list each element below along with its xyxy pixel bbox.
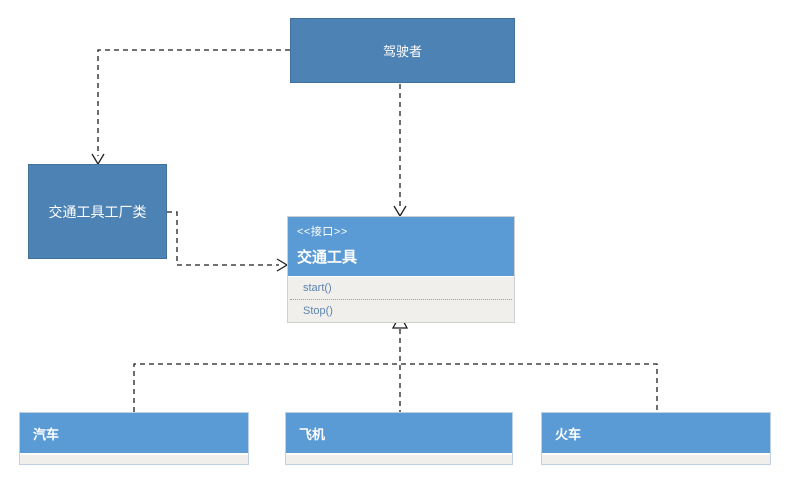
interface-name-label: 交通工具 <box>297 249 358 266</box>
class-node-factory: 交通工具工厂类 <box>28 164 167 259</box>
class-node-plane-label: 飞机 <box>299 426 326 442</box>
dependency-driver-to-factory-arrowhead <box>91 153 105 166</box>
dependency-factory-to-interface-arrowhead <box>276 258 289 272</box>
interface-stereotype-label: <<接口>> <box>297 226 348 238</box>
dependency-driver-to-factory-line <box>97 49 290 156</box>
class-node-train-body <box>542 453 770 464</box>
dependency-factory-to-interface-line <box>167 211 279 266</box>
class-node-train: 火车 <box>541 412 771 465</box>
class-node-plane-body <box>286 453 512 464</box>
dependency-driver-to-interface-arrowhead <box>393 205 407 218</box>
class-node-factory-label: 交通工具工厂类 <box>48 203 147 220</box>
class-node-plane-header: 飞机 <box>286 413 512 453</box>
class-node-car: 汽车 <box>19 412 249 465</box>
interface-node-body: start() Stop() <box>288 276 514 322</box>
interface-method-divider <box>290 299 512 300</box>
realization-tree-line <box>133 363 658 412</box>
class-node-car-label: 汽车 <box>33 426 60 442</box>
interface-method-start: start() <box>303 282 332 294</box>
class-node-train-header: 火车 <box>542 413 770 453</box>
class-node-car-header: 汽车 <box>20 413 248 453</box>
class-node-driver-label: 驾驶者 <box>382 44 422 59</box>
interface-node-header: <<接口>> 交通工具 <box>288 217 514 276</box>
class-node-plane: 飞机 <box>285 412 513 465</box>
class-node-car-body <box>20 453 248 464</box>
interface-method-stop: Stop() <box>303 305 333 317</box>
interface-node-vehicle: <<接口>> 交通工具 start() Stop() <box>287 216 515 323</box>
class-node-driver: 驾驶者 <box>290 18 515 83</box>
class-node-train-label: 火车 <box>555 426 582 442</box>
